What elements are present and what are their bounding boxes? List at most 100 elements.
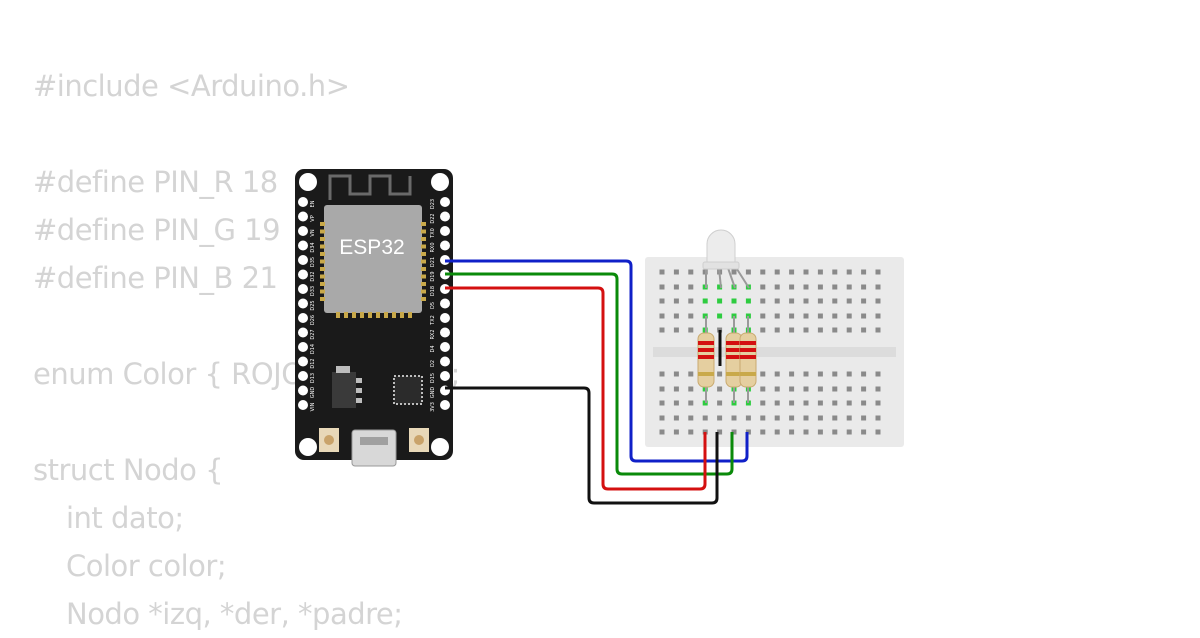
- pin-left: [298, 313, 308, 323]
- breadboard-hole: [846, 371, 852, 377]
- pin-label: D15: [430, 373, 436, 383]
- breadboard-hole: [846, 313, 852, 319]
- breadboard-hole: [803, 371, 809, 377]
- micro-usb-port[interactable]: [351, 429, 397, 467]
- mount-hole-bottom-right: [431, 438, 449, 456]
- breadboard-hole: [803, 284, 809, 290]
- led-leg-green: [727, 267, 736, 289]
- pin-label: D34: [310, 242, 316, 252]
- pin-label: D27: [310, 329, 316, 339]
- breadboard-hole: [688, 415, 694, 421]
- breadboard-hole: [832, 284, 838, 290]
- code-line: Color color;: [66, 549, 227, 583]
- breadboard-hole: [817, 298, 823, 304]
- breadboard-hole: [659, 415, 665, 421]
- breadboard-hole: [832, 269, 838, 275]
- led-leg-common: [718, 267, 722, 289]
- breadboard-hole: [673, 313, 679, 319]
- breadboard-hole: [760, 415, 766, 421]
- breadboard-hole: [688, 400, 694, 406]
- pin-left: [298, 298, 308, 309]
- breadboard-hole: [688, 386, 694, 392]
- breadboard-hole: [673, 415, 679, 421]
- breadboard-hole: [875, 269, 881, 275]
- pin-label: D33: [310, 286, 316, 296]
- breadboard-hole: [717, 298, 723, 304]
- breadboard-hole: [832, 371, 838, 377]
- breadboard-hole: [760, 298, 766, 304]
- esp32-board[interactable]: ESP32 ENVPVND34D35D32D33D25D26D27D14D12D…: [295, 169, 453, 467]
- breadboard-hole: [803, 415, 809, 421]
- breadboard-hole: [803, 313, 809, 319]
- breadboard-hole: [688, 269, 694, 275]
- pin-left: [298, 197, 308, 207]
- breadboard-center-channel: [653, 347, 896, 357]
- breadboard-hole: [774, 371, 780, 377]
- breadboard-hole: [717, 429, 723, 435]
- breadboard-hole: [760, 313, 766, 319]
- breadboard-hole: [774, 284, 780, 290]
- breadboard-hole: [760, 386, 766, 392]
- breadboard-hole: [789, 400, 795, 406]
- breadboard-hole: [717, 371, 723, 377]
- pin-label: D2: [430, 360, 436, 367]
- breadboard-hole: [832, 400, 838, 406]
- breadboard-hole: [659, 284, 665, 290]
- led-rim: [702, 261, 740, 270]
- breadboard-hole: [760, 429, 766, 435]
- pin-left: [298, 284, 308, 294]
- led-body: [706, 229, 736, 268]
- breadboard-hole: [760, 327, 766, 333]
- breadboard-hole: [789, 415, 795, 421]
- breadboard-hole: [673, 298, 679, 304]
- pin-label: D4: [430, 345, 436, 352]
- breadboard-hole: [774, 327, 780, 333]
- breadboard-hole: [846, 400, 852, 406]
- pin-label: VIN: [310, 402, 316, 411]
- pin-label: D5: [430, 302, 436, 309]
- breadboard-hole: [846, 327, 852, 333]
- pin-right: [440, 226, 450, 236]
- pin-left: [298, 371, 308, 381]
- breadboard-hole: [717, 386, 723, 392]
- pin-label: GND: [430, 387, 436, 399]
- breadboard-hole: [846, 429, 852, 435]
- breadboard-hole: [688, 371, 694, 377]
- breadboard-hole: [659, 371, 665, 377]
- header-pins-right: [440, 197, 450, 410]
- pin-label: D12: [310, 358, 316, 368]
- pin-left: [298, 255, 308, 265]
- mount-hole-bottom-left: [299, 438, 317, 456]
- pin-label: TX0: [430, 228, 436, 239]
- pin-label: D35: [310, 257, 316, 267]
- breadboard-hole: [817, 313, 823, 319]
- rgb-led[interactable]: [702, 229, 750, 289]
- pin-right: [440, 342, 450, 352]
- pin-left: [298, 269, 308, 280]
- breadboard[interactable]: [645, 257, 904, 447]
- breadboard-hole: [861, 298, 867, 304]
- voltage-regulator: [332, 372, 356, 408]
- pin-left: [298, 240, 308, 251]
- breadboard-hole: [717, 400, 723, 406]
- pin-right: [440, 313, 450, 323]
- breadboard-hole: [688, 327, 694, 333]
- breadboard-hole: [817, 429, 823, 435]
- breadboard-hole: [760, 400, 766, 406]
- breadboard-hole: [659, 298, 665, 304]
- breadboard-hole: [832, 429, 838, 435]
- module-pads: [320, 222, 426, 318]
- breadboard-hole: [817, 327, 823, 333]
- breadboard-hole: [688, 284, 694, 290]
- breadboard-hole: [702, 415, 708, 421]
- breadboard-hole: [861, 415, 867, 421]
- breadboard-hole: [846, 298, 852, 304]
- breadboard-hole: [745, 269, 751, 275]
- breadboard-hole: [817, 415, 823, 421]
- breadboard-hole: [817, 400, 823, 406]
- breadboard-hole: [673, 269, 679, 275]
- pin-left: [298, 211, 308, 222]
- code-line: #define PIN_B 21: [33, 261, 278, 295]
- breadboard-hole: [875, 313, 881, 319]
